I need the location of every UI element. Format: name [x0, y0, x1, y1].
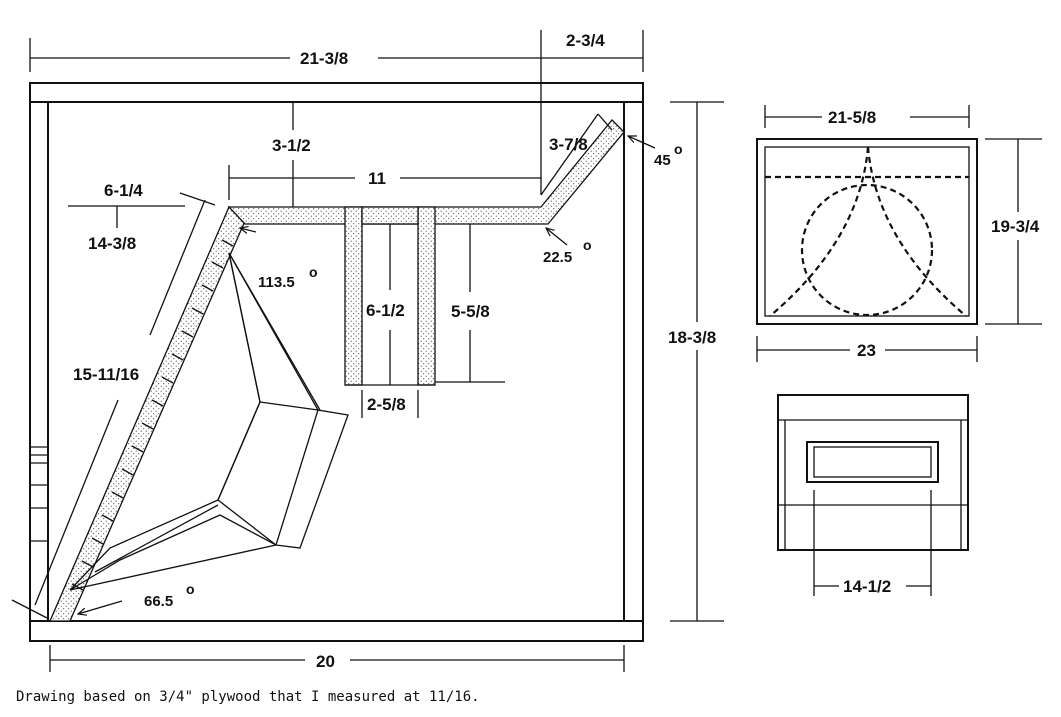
label-top-right-offset: 2-3/4 — [566, 31, 605, 50]
angle-top-left: 113.5 — [258, 274, 295, 291]
slot-wall-left — [344, 206, 363, 386]
label-slot-side-depth: 5-5/8 — [451, 302, 490, 321]
label-corner-section: 3-7/8 — [549, 135, 588, 154]
driver-woofer — [69, 252, 349, 591]
front-view: 21-5/8 19-3/4 23 — [756, 105, 1042, 362]
angle-bend: 22.5 — [543, 249, 572, 266]
front-dashed-circle — [800, 183, 934, 317]
label-top-baffle-length: 11 — [368, 169, 386, 188]
left-wall — [29, 101, 49, 622]
slot-top — [361, 206, 419, 225]
degree-top-left: o — [309, 264, 318, 280]
label-outer-height: 18-3/8 — [668, 328, 716, 347]
side-view — [29, 82, 644, 642]
port-view: 14-1/2 — [777, 394, 969, 596]
label-diagonal-run: 6-1/4 — [104, 181, 143, 200]
diagonal-baffle — [49, 205, 246, 622]
angle-bottom-left: 66.5 — [144, 593, 173, 610]
label-diagonal-length: 15-11/16 — [73, 365, 139, 384]
top-baffle — [227, 119, 625, 225]
label-slot-width: 2-5/8 — [367, 395, 406, 414]
label-slot-depth: 6-1/2 — [366, 301, 405, 320]
dimension-labels: 21-3/8 2-3/4 20 18-3/8 3-1/2 11 3-7/8 6-… — [73, 31, 716, 671]
label-top-baffle-drop: 3-1/2 — [272, 136, 311, 155]
left-slats — [30, 446, 48, 542]
label-front-height: 19-3/4 — [991, 217, 1040, 236]
front-outer — [756, 138, 978, 325]
angle-labels: 45 o 22.5 o 113.5 o 66.5 o — [144, 141, 683, 610]
label-front-depth: 23 — [857, 341, 876, 360]
front-dashed-curve-left — [769, 146, 870, 317]
degree-bend: o — [583, 237, 592, 253]
bottom-panel — [29, 620, 644, 642]
baffle-segments — [71, 239, 234, 591]
right-wall — [623, 101, 644, 622]
top-panel — [29, 82, 644, 103]
angle-corner: 45 — [654, 152, 671, 169]
front-dashed-curve-right — [866, 146, 967, 317]
label-diagonal-height: 14-3/8 — [88, 234, 136, 253]
port-slot-outer — [806, 441, 939, 483]
port-slot-inner — [813, 446, 932, 478]
label-front-width: 21-5/8 — [828, 108, 876, 127]
label-port-width: 14-1/2 — [843, 577, 891, 596]
drawing-note: Drawing based on 3/4" plywood that I mea… — [16, 689, 480, 705]
label-outer-width: 21-3/8 — [300, 49, 348, 68]
slot-wall-right — [417, 206, 436, 386]
degree-bottom-left: o — [186, 581, 195, 597]
dimension-lines — [11, 30, 724, 672]
label-inner-width: 20 — [316, 652, 335, 671]
degree-corner: o — [674, 141, 683, 157]
